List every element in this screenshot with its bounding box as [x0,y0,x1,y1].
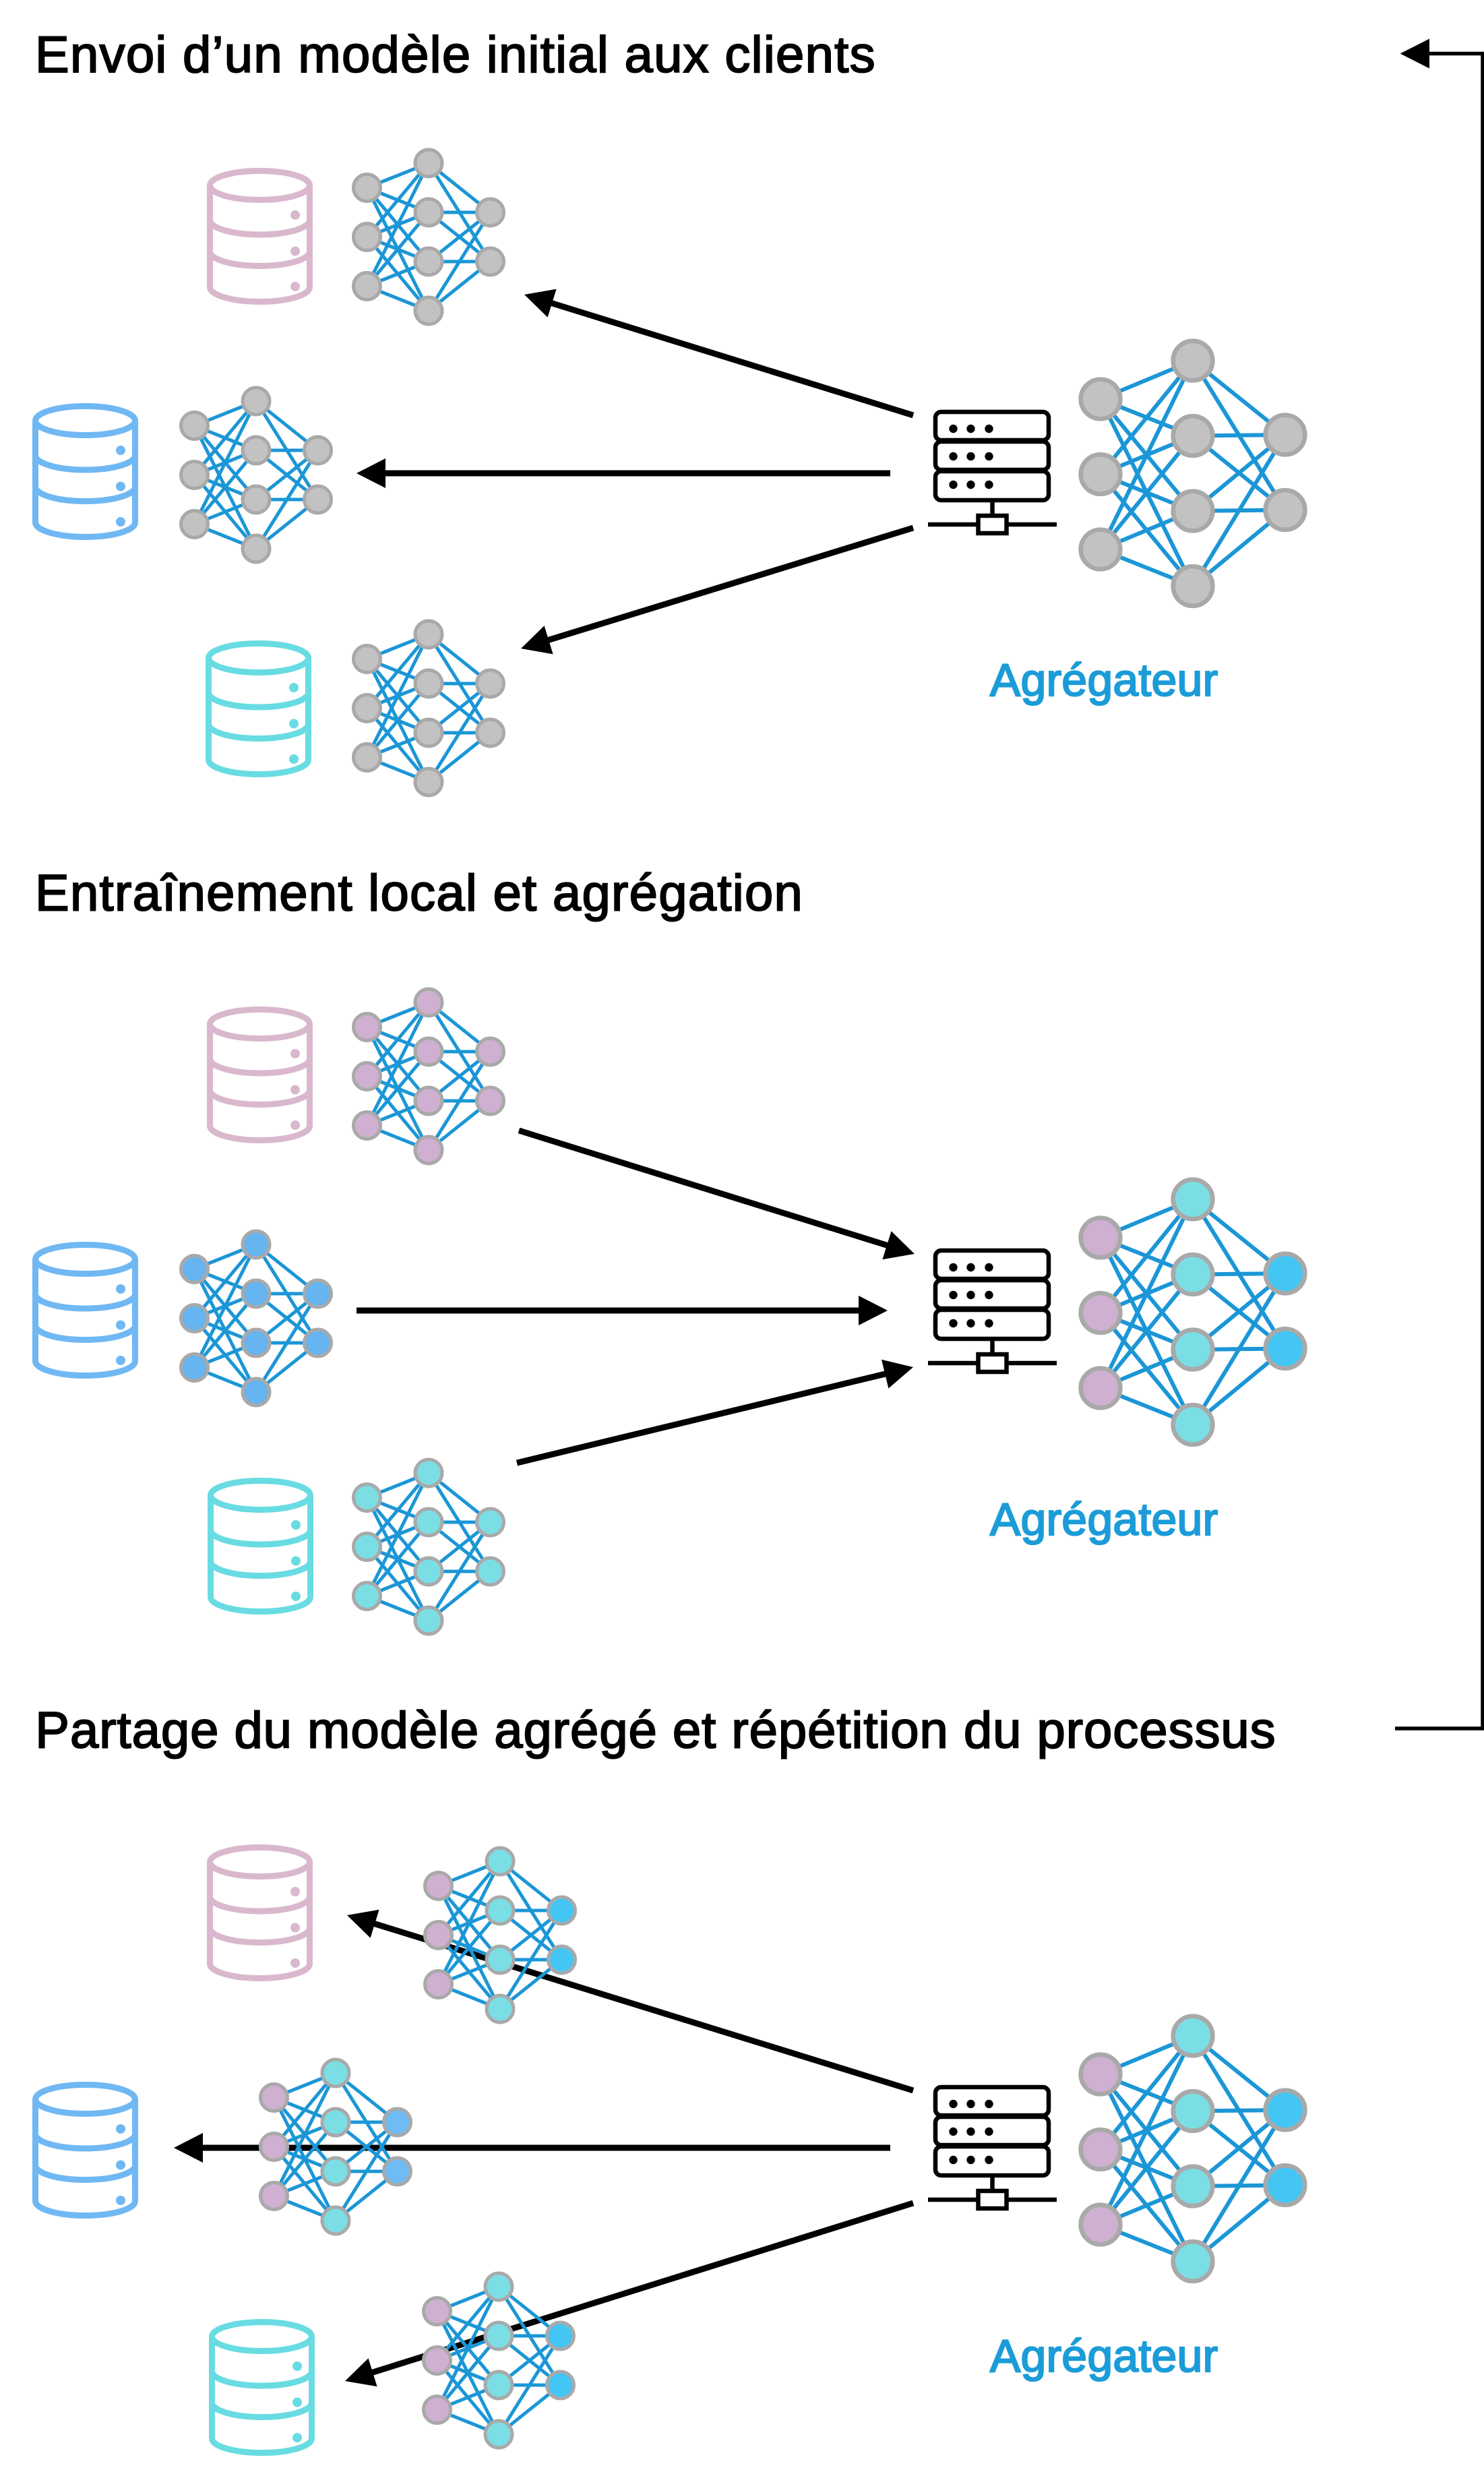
svg-text:Partage du modèle agrégé et ré: Partage du modèle agrégé et répétition d… [35,1702,1276,1759]
svg-text:Entraînement local et agrégati: Entraînement local et agrégation [35,864,803,922]
svg-text:Envoi d’un modèle initial aux: Envoi d’un modèle initial aux clients [35,26,876,84]
svg-text:Agrégateur: Agrégateur [990,2330,1218,2382]
svg-text:Agrégateur: Agrégateur [990,655,1218,706]
svg-text:Agrégateur: Agrégateur [990,1494,1218,1545]
